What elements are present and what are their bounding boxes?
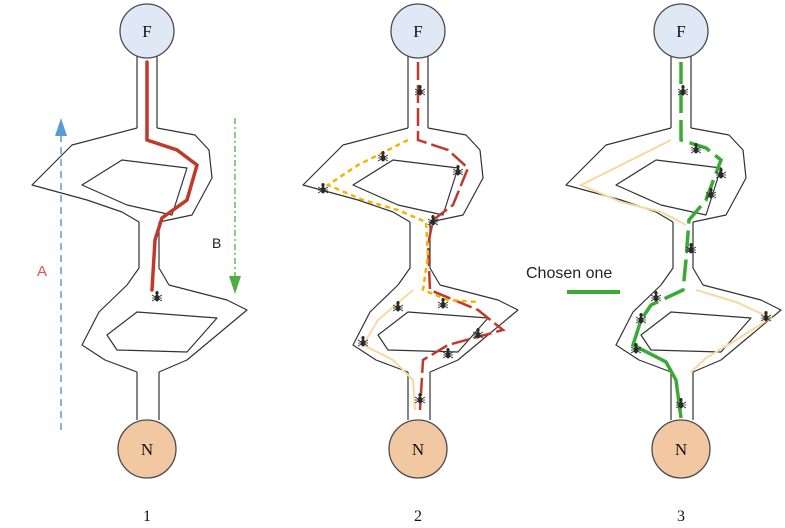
node-f-label: F: [142, 22, 151, 41]
node-n: [651, 419, 711, 479]
panel-number: 1: [143, 508, 151, 525]
node-f-label: F: [413, 22, 422, 41]
faint-path: [690, 289, 774, 373]
pheromone-path: [416, 62, 506, 411]
node-n-label: N: [412, 440, 424, 459]
node-n: [117, 419, 177, 479]
node-n: [388, 419, 448, 479]
maze-outline: [302, 39, 519, 421]
arrow-a-label: A: [37, 263, 47, 280]
pheromone-path: [145, 60, 200, 292]
ant: [442, 347, 454, 359]
faint-path: [361, 289, 416, 411]
ant: [392, 300, 404, 312]
maze-outline: [565, 39, 782, 421]
ant: [472, 327, 484, 339]
node-f: [119, 3, 175, 59]
ant: [677, 84, 689, 96]
ant: [414, 392, 426, 404]
legend: Chosen one: [526, 265, 620, 294]
legend-label: Chosen one: [526, 265, 612, 282]
ant: [414, 84, 426, 96]
faint-path: [578, 139, 687, 226]
panel-number: 3: [677, 508, 685, 525]
node-f: [653, 3, 709, 59]
arrow-a: A: [37, 118, 67, 430]
panel-1: F N 1: [31, 3, 248, 525]
panel-2: F N 2: [302, 3, 519, 525]
arrow-b-label: B: [212, 235, 221, 251]
node-f-label: F: [676, 22, 685, 41]
chosen-path: [639, 62, 724, 321]
arrow-b: B: [212, 118, 241, 294]
panel-number: 2: [414, 508, 422, 525]
ant: [760, 310, 772, 322]
panel-3: F N 3: [565, 3, 782, 525]
chosen-path: [630, 319, 683, 419]
ant: [151, 290, 163, 302]
node-n-label: N: [141, 440, 153, 459]
ant: [377, 150, 389, 162]
ant: [452, 164, 464, 176]
node-n-label: N: [675, 440, 687, 459]
maze-outline: [31, 39, 248, 421]
node-f: [390, 3, 446, 59]
alternate-path: [325, 138, 479, 304]
